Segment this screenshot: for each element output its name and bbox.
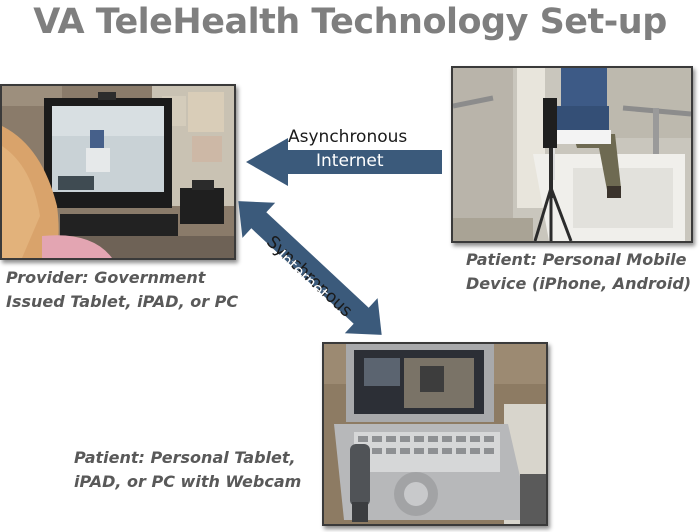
mobile-device-photo — [451, 66, 693, 243]
laptop-webcam-photo — [322, 342, 548, 526]
provider-photo — [0, 84, 236, 260]
async-top-label: Asynchronous — [288, 127, 408, 147]
provider-caption: Provider: Government Issued Tablet, iPAD… — [6, 266, 238, 314]
async-inner-label: Internet — [316, 151, 384, 171]
tablet-caption-line-2: iPAD, or PC with Webcam — [74, 472, 302, 491]
tablet-caption: Patient: Personal Tablet, iPAD, or PC wi… — [74, 446, 301, 494]
async-arrow — [246, 138, 442, 186]
mobile-caption-line-1: Patient: Personal Mobile — [466, 250, 687, 269]
tablet-caption-line-1: Patient: Personal Tablet, — [74, 448, 296, 467]
mobile-caption-line-2: Device (iPhone, Android) — [466, 274, 692, 293]
diagram-title: VA TeleHealth Technology Set-up — [33, 2, 667, 42]
provider-caption-line-2: Issued Tablet, iPAD, or PC — [6, 292, 239, 311]
provider-caption-line-1: Provider: Government — [6, 268, 206, 287]
mobile-caption: Patient: Personal Mobile Device (iPhone,… — [466, 248, 691, 296]
